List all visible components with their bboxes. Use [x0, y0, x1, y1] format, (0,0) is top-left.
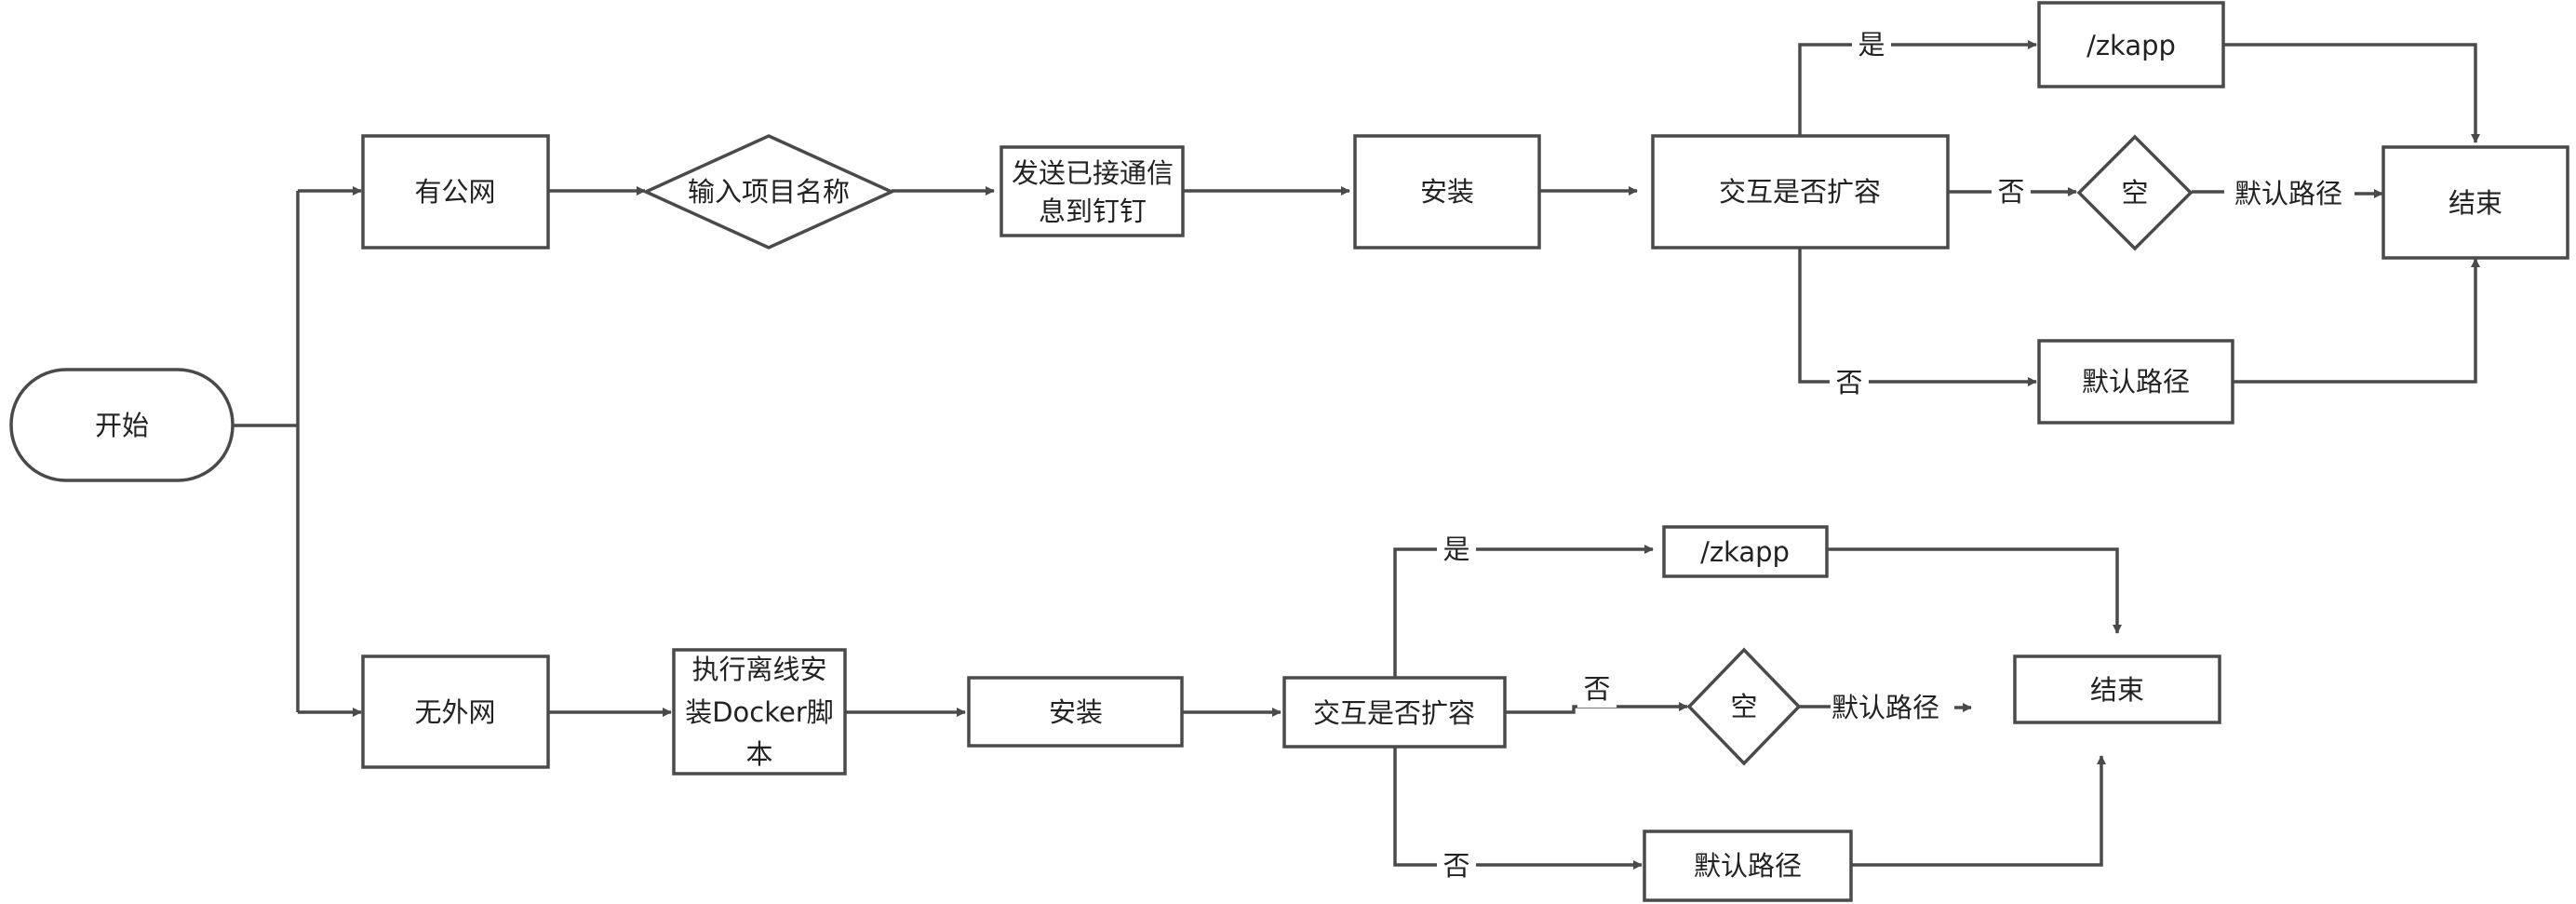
offline-network-label: 无外网 — [414, 696, 495, 728]
default-path-label-bottom-bottom: 默认路径 — [1694, 850, 1802, 882]
empty-label-top: 空 — [2121, 177, 2148, 209]
edge-zkapp-to-end — [2224, 43, 2480, 143]
send-dingtalk-line2: 息到钉钉 — [1039, 196, 1147, 227]
interact-node-bottom — [1282, 676, 1507, 749]
yes-label-bg-top — [1852, 26, 1891, 63]
default-path-label-top-bottom: 默认路径 — [2082, 366, 2190, 398]
no-label-top-mid: 否 — [1997, 176, 2024, 208]
edge-interact-yes — [1798, 40, 2037, 135]
default-path-label-top-mid: 默认路径 — [2234, 178, 2342, 209]
edge-interact-no-bottom — [1798, 248, 2037, 386]
end-node-top — [2381, 145, 2569, 260]
no-label-bg-bottom-bottom — [1437, 847, 1476, 884]
install-node-bottom — [967, 676, 1184, 748]
end-node-bottom — [2013, 654, 2221, 724]
end-label-top: 结束 — [2449, 187, 2502, 219]
install-node-top — [1353, 134, 1541, 250]
no-label-bottom-mid: 否 — [1583, 673, 1610, 705]
default-path-node-bottom — [1643, 830, 1853, 902]
start-label: 开始 — [95, 410, 149, 441]
end-label-bottom: 结束 — [2090, 674, 2144, 706]
no-label-bg-bottom-mid — [1577, 670, 1617, 708]
input-project-decision — [641, 134, 896, 250]
send-dingtalk-line1: 发送已接通信 — [1012, 157, 1174, 189]
install-label-bottom: 安装 — [1049, 696, 1103, 728]
no-label-bottom-bottom: 否 — [1442, 850, 1469, 882]
interact-label-bottom: 交互是否扩容 — [1313, 697, 1475, 729]
empty-label-bottom: 空 — [1730, 691, 1757, 722]
default-path-label-bottom-mid: 默认路径 — [1831, 692, 1939, 723]
start-node — [9, 368, 235, 482]
offline-network-node — [361, 654, 550, 769]
edge-default-bottom-to-end-b — [1852, 755, 2106, 867]
no-label-bg-top-bottom — [1830, 363, 1869, 400]
send-dingtalk-node — [1000, 145, 1185, 237]
edge-zkapp-to-end-b — [1827, 547, 2122, 634]
yes-label-bottom: 是 — [1442, 533, 1469, 565]
yes-label-top: 是 — [1858, 29, 1885, 61]
offline-script-line3: 本 — [745, 738, 772, 770]
edge-default-bottom-to-end — [2234, 258, 2480, 384]
zkapp-label-top: /zkapp — [2086, 30, 2176, 61]
public-network-node — [361, 134, 550, 250]
empty-decision-bottom — [1686, 647, 1802, 766]
input-project-label: 输入项目名称 — [688, 176, 850, 208]
yes-label-bg-bottom — [1437, 531, 1476, 568]
zkapp-node-top — [2037, 1, 2225, 88]
offline-script-line2: 装Docker脚 — [685, 696, 834, 728]
zkapp-label-bottom: /zkapp — [1700, 536, 1790, 568]
interact-label-top: 交互是否扩容 — [1719, 176, 1881, 208]
empty-decision-top — [2076, 134, 2194, 251]
zkapp-node-bottom — [1662, 525, 1829, 578]
install-label-top: 安装 — [1420, 176, 1474, 208]
default-path-node-top — [2037, 339, 2234, 425]
public-network-label: 有公网 — [414, 176, 495, 208]
edge-interact-no-mid-b — [1505, 702, 1688, 714]
offline-script-line1: 执行离线安 — [691, 654, 826, 685]
no-label-top-bottom: 否 — [1835, 367, 1862, 398]
interact-node-top — [1651, 134, 1950, 250]
edge-interact-no-bottom-b — [1393, 747, 1643, 870]
edge-interact-yes-b — [1393, 545, 1654, 678]
offline-script-node — [672, 648, 847, 776]
no-label-bg-top-mid — [1992, 173, 2031, 210]
